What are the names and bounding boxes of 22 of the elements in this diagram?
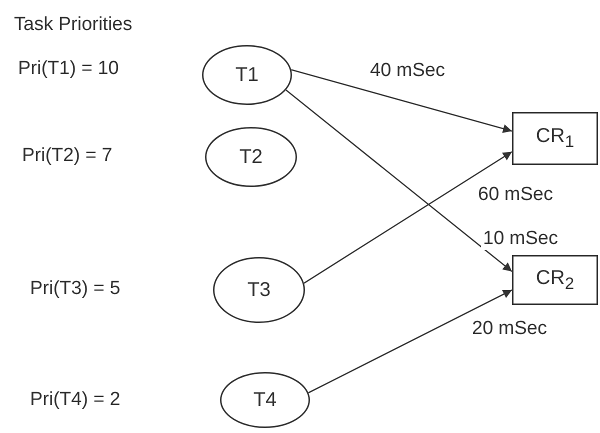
- arrow: [304, 151, 512, 284]
- task-label: T4: [253, 388, 277, 412]
- task-label: T1: [235, 64, 259, 86]
- arrow: [286, 90, 512, 272]
- priority-label: Pri(T3) = 5: [30, 278, 120, 300]
- task-label: T2: [239, 146, 263, 168]
- priority-label: Pri(T2) = 7: [22, 145, 112, 167]
- resource-box: [512, 112, 598, 165]
- diagram-title: Task Priorities: [14, 14, 132, 36]
- task-ellipse: [202, 45, 292, 105]
- task-label: T3: [247, 278, 271, 302]
- resource-label: CR$_{2}$: [536, 266, 574, 294]
- arrow: [308, 289, 512, 394]
- task-ellipse: [213, 257, 305, 323]
- resource-label: CR$_{1}$: [536, 125, 574, 152]
- task-ellipse: [220, 372, 310, 428]
- edge-label: 10 mSec: [481, 228, 560, 250]
- arrow: [291, 69, 512, 133]
- resource-box: [512, 255, 598, 305]
- priority-label: Pri(T4) = 2: [30, 389, 120, 411]
- priority-label: Pri(T1) = 10: [18, 58, 119, 80]
- task-ellipse: [205, 127, 297, 187]
